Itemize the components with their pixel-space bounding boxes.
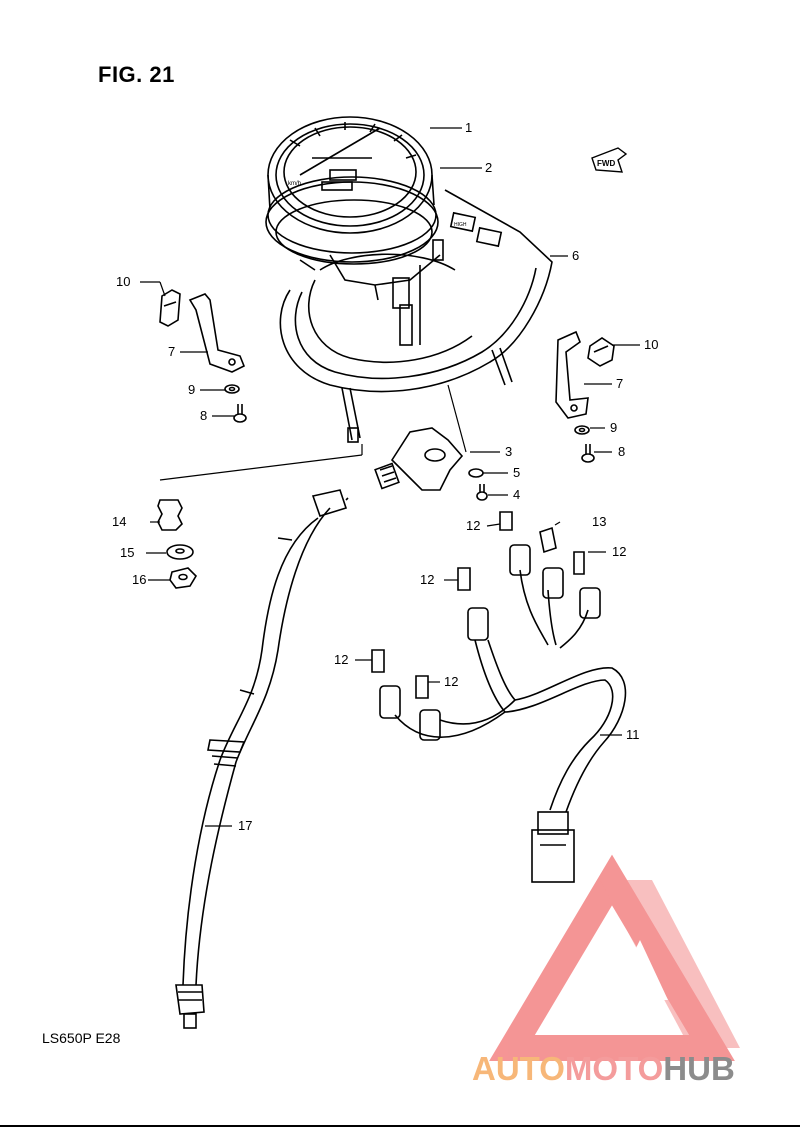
model-code: LS650P E28 bbox=[42, 1030, 121, 1046]
washer-15 bbox=[166, 544, 194, 560]
watermark-text: AUTOMOTOHUB bbox=[472, 1050, 735, 1088]
callout-4: 4 bbox=[513, 487, 520, 502]
callout-13: 13 bbox=[592, 514, 606, 529]
leader-lines bbox=[140, 127, 640, 827]
grommet bbox=[157, 499, 183, 531]
washer-right bbox=[574, 425, 590, 435]
screw-left bbox=[233, 404, 247, 423]
bracket-right bbox=[555, 330, 589, 419]
speedometer-assembly: km/h bbox=[265, 116, 444, 346]
speedometer-cable bbox=[175, 489, 349, 1029]
meter-case: HIGH bbox=[279, 189, 553, 443]
cable-joint bbox=[374, 427, 488, 501]
svg-text:km/h: km/h bbox=[288, 181, 301, 187]
watermark-part-moto: MOTO bbox=[564, 1050, 664, 1087]
watermark-logo bbox=[489, 854, 740, 1061]
wire-harness bbox=[379, 544, 627, 883]
fwd-badge: FWD bbox=[597, 159, 615, 168]
callout-12-a: 12 bbox=[466, 518, 480, 533]
callout-14: 14 bbox=[112, 514, 126, 529]
callout-10-right: 10 bbox=[644, 337, 658, 352]
svg-text:HIGH: HIGH bbox=[454, 222, 467, 228]
callout-1: 1 bbox=[465, 120, 472, 135]
callout-9-right: 9 bbox=[610, 420, 617, 435]
callout-6: 6 bbox=[572, 248, 579, 263]
bulbs bbox=[371, 511, 585, 699]
figure-title: FIG. 21 bbox=[98, 62, 175, 87]
watermark-part-hub: HUB bbox=[663, 1050, 735, 1087]
bracket-left bbox=[188, 293, 246, 373]
callout-3: 3 bbox=[505, 444, 512, 459]
fwd-arrow-icon: FWD bbox=[591, 147, 628, 173]
callout-15: 15 bbox=[120, 545, 134, 560]
callout-8-right: 8 bbox=[618, 444, 625, 459]
callout-2: 2 bbox=[485, 160, 492, 175]
callout-17: 17 bbox=[238, 818, 252, 833]
callout-11: 11 bbox=[626, 727, 640, 742]
bottom-border bbox=[0, 1125, 800, 1127]
nut-16 bbox=[169, 567, 198, 589]
callout-16: 16 bbox=[132, 572, 146, 587]
callout-9-left: 9 bbox=[188, 382, 195, 397]
callout-12-c: 12 bbox=[420, 572, 434, 587]
callout-12-d: 12 bbox=[334, 652, 348, 667]
callout-8-left: 8 bbox=[200, 408, 207, 423]
callout-12-b: 12 bbox=[612, 544, 626, 559]
cushion-right bbox=[587, 337, 615, 367]
callout-7-left: 7 bbox=[168, 344, 175, 359]
callout-12-e: 12 bbox=[444, 674, 458, 689]
screw-right bbox=[581, 444, 595, 463]
cushion-left bbox=[159, 289, 181, 327]
callout-10-left: 10 bbox=[116, 274, 130, 289]
watermark-part-auto: AUTO bbox=[472, 1050, 565, 1087]
callout-numbers: 1 2 3 4 5 6 7 7 8 8 9 9 10 10 11 12 12 1… bbox=[112, 120, 658, 833]
washer-left bbox=[224, 384, 240, 394]
callout-7-right: 7 bbox=[616, 376, 623, 391]
callout-5: 5 bbox=[513, 465, 520, 480]
